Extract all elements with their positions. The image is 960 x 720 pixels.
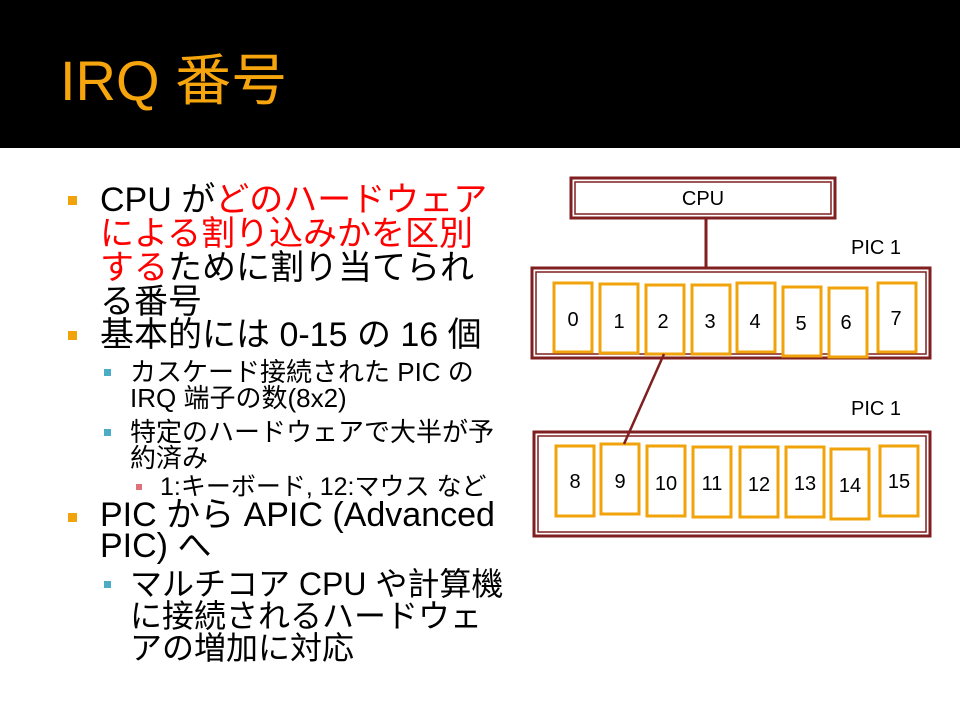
text-segment: ために割り当てられ bbox=[168, 249, 474, 287]
bullet-marker-level1 bbox=[68, 331, 77, 340]
bullet-line: CPU がどのハードウェア bbox=[100, 183, 487, 217]
irq-cell bbox=[738, 445, 780, 519]
irq-cell bbox=[827, 286, 869, 359]
bullet-irq-count: 基本的には 0-15 の 16 個 bbox=[100, 318, 482, 352]
irq-label: 6 bbox=[840, 312, 851, 334]
irq-label: 9 bbox=[614, 471, 625, 493]
irq-cell bbox=[876, 281, 918, 354]
irq-cell bbox=[691, 445, 733, 519]
master-pic-box: 0 1 2 3 4 5 6 7 bbox=[530, 266, 932, 360]
bullet-marker-level3 bbox=[136, 484, 142, 490]
irq-label: 10 bbox=[655, 473, 677, 495]
highlight-segment: どのハードウェア bbox=[215, 181, 488, 219]
slide-title: IRQ 番号 bbox=[60, 49, 288, 112]
master-pic-label: PIC 1 bbox=[851, 237, 901, 259]
cpu-box-inner bbox=[574, 181, 832, 215]
bullet-irq-definition: CPU がどのハードウェア による割り込みかを区別 するために割り当てられ る番… bbox=[100, 183, 487, 319]
sub-bullet-cascade: カスケード接続された PIC の IRQ 端子の数(8x2) bbox=[130, 359, 474, 411]
irq-cell bbox=[554, 444, 596, 518]
highlight-segment: する bbox=[100, 249, 168, 287]
irq-cell bbox=[645, 444, 687, 518]
bullet-apic: PIC から APIC (Advanced PIC) へ bbox=[100, 496, 495, 565]
irq-cell bbox=[829, 447, 871, 521]
bullet-line: するために割り当てられ bbox=[100, 251, 487, 285]
irq-cell bbox=[735, 281, 777, 354]
bullet-line: マルチコア CPU や計算機 bbox=[130, 566, 504, 602]
irq-cell bbox=[781, 285, 823, 358]
bullet-line: PIC) へ bbox=[100, 527, 212, 565]
sub-sub-bullet-examples: 1:キーボード, 12:マウス など bbox=[160, 474, 486, 500]
title-bar: IRQ 番号 bbox=[0, 0, 960, 148]
slave-pic-box: 8 9 10 11 12 13 14 15 bbox=[532, 430, 932, 538]
irq-cell bbox=[690, 283, 732, 356]
cpu-box: CPU bbox=[569, 176, 837, 220]
text-segment: CPU が bbox=[100, 181, 216, 219]
irq-label: 8 bbox=[569, 471, 580, 493]
bullet-marker-level2 bbox=[104, 581, 111, 588]
irq-label: 1 bbox=[613, 311, 624, 333]
irq-label: 0 bbox=[567, 309, 578, 331]
bullet-line: 特定のハードウェアで大半が予 bbox=[130, 417, 495, 447]
slave-pic-inner bbox=[537, 435, 927, 533]
slave-pic-label: PIC 1 bbox=[851, 398, 901, 420]
sub-bullet-reserved: 特定のハードウェアで大半が予 約済み bbox=[130, 419, 494, 471]
irq-label: 13 bbox=[794, 473, 816, 495]
bullet-line: PIC から APIC (Advanced bbox=[100, 496, 495, 534]
irq-label: 5 bbox=[795, 313, 806, 335]
irq-label: 14 bbox=[839, 475, 861, 497]
bullet-line: に接続されるハードウェ bbox=[130, 598, 483, 634]
irq-cell bbox=[598, 282, 640, 355]
irq-label: 2 bbox=[657, 311, 668, 333]
irq-cell bbox=[784, 445, 826, 519]
irq-label: 4 bbox=[749, 311, 760, 333]
bullet-marker-level2 bbox=[104, 369, 111, 376]
bullet-line: る番号 bbox=[100, 283, 202, 321]
highlight-line: による割り込みかを区別 bbox=[100, 215, 473, 253]
bullet-line: 約済み bbox=[130, 443, 209, 473]
cascade-wire bbox=[622, 353, 666, 445]
bullet-marker-level1 bbox=[68, 196, 77, 205]
cpu-label: CPU bbox=[682, 188, 724, 210]
bullet-marker-level1 bbox=[68, 513, 77, 522]
sub-bullet-multicore: マルチコア CPU や計算機 に接続されるハードウェ アの増加に対応 bbox=[130, 568, 503, 664]
bullet-line: 基本的には 0-15 の 16 個 bbox=[100, 316, 482, 354]
irq-label: 7 bbox=[890, 308, 901, 330]
bullet-line: カスケード接続された PIC の bbox=[130, 357, 474, 387]
irq-cell bbox=[599, 442, 641, 516]
bullet-marker-level2 bbox=[104, 429, 111, 436]
irq-label: 12 bbox=[748, 474, 770, 496]
irq-cell bbox=[552, 281, 594, 354]
irq-label: 3 bbox=[704, 311, 715, 333]
bullet-line: アの増加に対応 bbox=[130, 630, 355, 666]
irq-cell bbox=[878, 444, 920, 518]
bullet-line: IRQ 端子の数(8x2) bbox=[130, 383, 347, 413]
cpu-box-outer bbox=[569, 176, 837, 220]
irq-label: 15 bbox=[888, 471, 910, 493]
bullet-line: 1:キーボード, 12:マウス など bbox=[160, 473, 487, 501]
irq-label: 11 bbox=[702, 473, 723, 495]
irq-cell bbox=[644, 283, 686, 356]
